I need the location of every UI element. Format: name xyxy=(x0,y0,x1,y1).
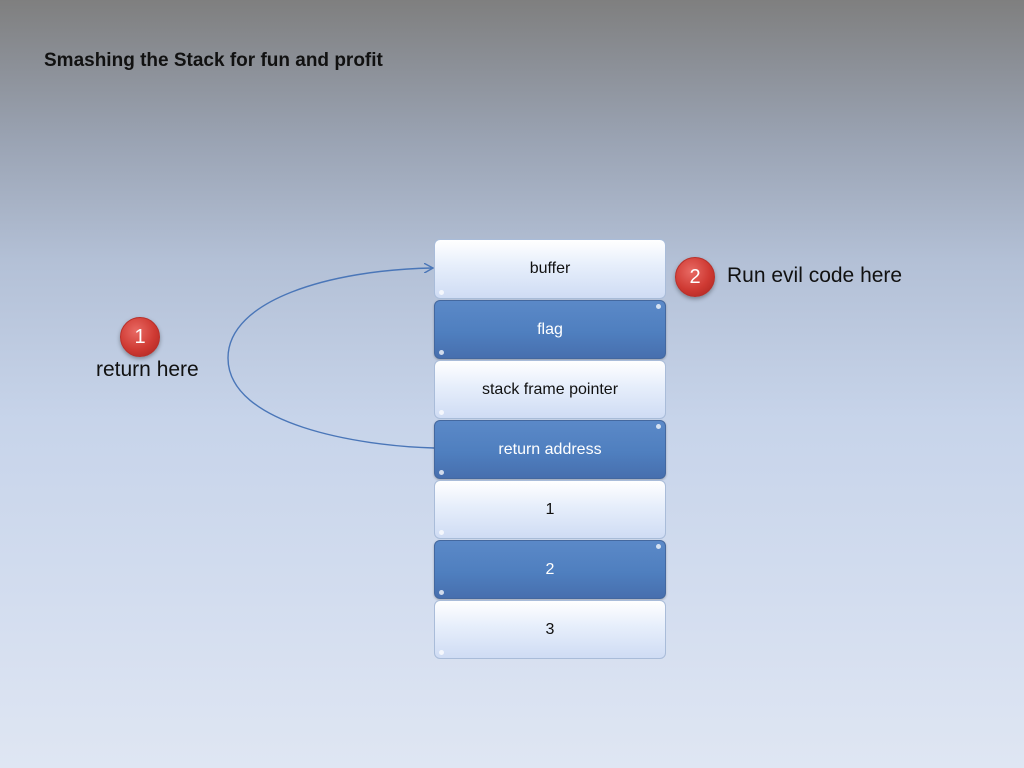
corner-highlight xyxy=(439,590,444,595)
stack-diagram: buffer flag stack frame pointer return a… xyxy=(434,239,666,659)
corner-highlight xyxy=(656,424,661,429)
corner-highlight xyxy=(439,470,444,475)
corner-highlight xyxy=(656,544,661,549)
run-evil-code-label: Run evil code here xyxy=(727,264,903,287)
step-badge-1: 1 xyxy=(120,317,160,357)
return-here-label: return here xyxy=(96,358,199,381)
stack-cell-arg-2: 2 xyxy=(434,540,666,599)
corner-highlight xyxy=(439,410,444,415)
corner-highlight xyxy=(439,530,444,535)
stack-cell-label: 2 xyxy=(545,560,555,578)
stack-cell-label: stack frame pointer xyxy=(481,380,619,398)
corner-highlight xyxy=(439,650,444,655)
corner-highlight xyxy=(656,304,661,309)
slide-title: Smashing the Stack for fun and profit xyxy=(44,50,383,71)
stack-cell-label: 3 xyxy=(545,620,555,638)
stack-cell-label: flag xyxy=(537,320,563,338)
return-arrow-path xyxy=(227,268,434,449)
stack-cell-arg-1: 1 xyxy=(434,480,666,539)
stack-cell-arg-3: 3 xyxy=(434,600,666,659)
step-badge-2: 2 xyxy=(675,257,715,297)
corner-highlight xyxy=(439,350,444,355)
corner-highlight xyxy=(439,290,444,295)
stack-cell-label: buffer xyxy=(529,260,571,277)
stack-cell-return-address: return address xyxy=(434,420,666,479)
stack-cell-label: 1 xyxy=(545,500,555,518)
stack-cell-label: return address xyxy=(498,440,602,458)
stack-cell-frame-pointer: stack frame pointer xyxy=(434,360,666,419)
stack-cell-buffer: buffer xyxy=(434,239,666,299)
stack-cell-flag: flag xyxy=(434,300,666,359)
